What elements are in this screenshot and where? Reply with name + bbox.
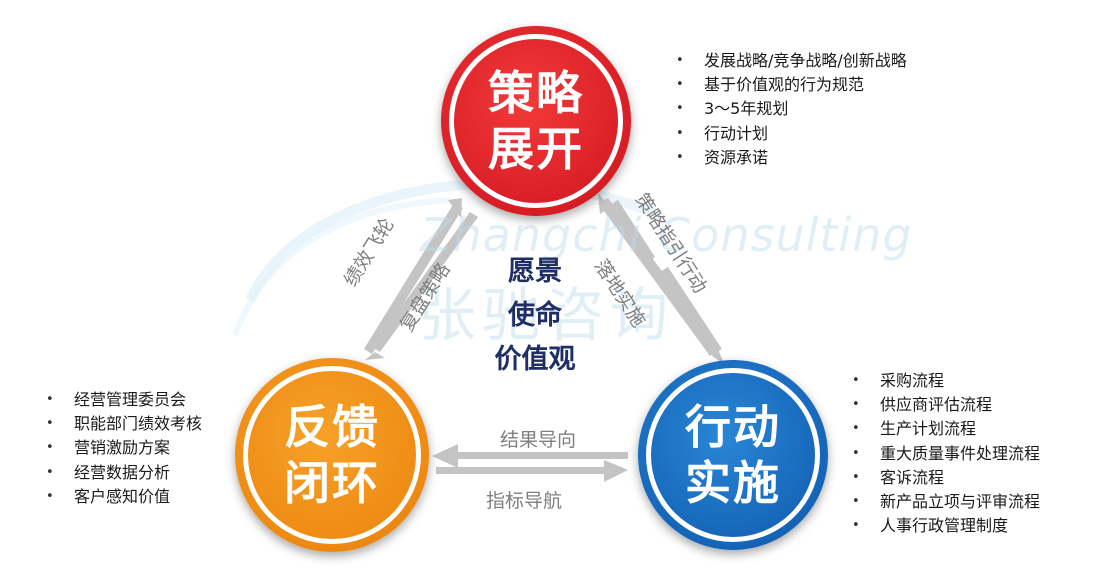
list-item: 经营管理委员会 — [46, 388, 202, 412]
arrow-feedback-to-strategy — [364, 198, 463, 354]
watermark-english: Zhangchi Consulting — [420, 208, 913, 262]
node-ring — [646, 368, 820, 542]
list-item: 资源承诺 — [676, 146, 907, 170]
node-strategy-deployment: 策略 展开 — [441, 26, 631, 216]
watermark-swoosh-2 — [232, 197, 451, 337]
node-action-implementation: 行动 实施 — [638, 360, 828, 550]
list-item: 重大质量事件处理流程 — [852, 442, 1040, 466]
list-item: 供应商评估流程 — [852, 393, 1040, 417]
arrow-strategy-to-feedback — [365, 212, 478, 360]
action-bullet-list: 采购流程 供应商评估流程 生产计划流程 重大质量事件处理流程 客诉流程 新产品立… — [852, 369, 1040, 539]
node-ring — [243, 366, 421, 544]
node-ring — [449, 34, 623, 208]
edge-label-result-oriented: 结果导向 — [500, 429, 577, 451]
node-strategy-line2: 展开 — [488, 122, 584, 176]
list-item: 经营数据分析 — [46, 461, 202, 485]
center-line-vision: 愿景 — [508, 256, 562, 287]
node-action-line2: 实施 — [685, 456, 781, 510]
watermark-chinese: 张驰咨询 — [418, 281, 675, 349]
node-feedback-label: 反馈 闭环 — [277, 399, 387, 511]
list-item: 基于价值观的行为规范 — [676, 73, 907, 97]
center-vision-block: 愿景 使命 价值观 — [460, 250, 610, 382]
arrow-action-to-strategy — [660, 267, 724, 364]
list-item: 新产品立项与评审流程 — [852, 490, 1040, 514]
node-strategy-label: 策略 展开 — [481, 65, 591, 177]
node-strategy-line1: 策略 — [488, 66, 584, 120]
strategy-bullet-list: 发展战略/竞争战略/创新战略 基于价值观的行为规范 3～5年规划 行动计划 资源… — [676, 49, 907, 170]
node-feedback-line1: 反馈 — [284, 400, 380, 454]
list-item: 客户感知价值 — [46, 485, 202, 509]
list-item: 采购流程 — [852, 369, 1040, 393]
center-line-values: 价值观 — [494, 344, 576, 375]
node-feedback-line2: 闭环 — [284, 456, 380, 510]
list-item: 人事行政管理制度 — [852, 514, 1040, 538]
node-action-label: 行动 实施 — [678, 399, 788, 511]
list-item: 营销激励方案 — [46, 436, 202, 460]
list-item: 生产计划流程 — [852, 417, 1040, 441]
node-action-line1: 行动 — [685, 400, 781, 454]
list-item: 3～5年规划 — [676, 97, 907, 121]
list-item: 客诉流程 — [852, 466, 1040, 490]
edge-label-indicator-navigation: 指标导航 — [486, 490, 563, 512]
center-line-mission: 使命 — [508, 300, 562, 331]
node-feedback-loop: 反馈 闭环 — [235, 358, 429, 552]
list-item: 发展战略/竞争战略/创新战略 — [676, 49, 907, 73]
arrow-feedback-to-action — [436, 460, 628, 482]
feedback-bullet-list: 经营管理委员会 职能部门绩效考核 营销激励方案 经营数据分析 客户感知价值 — [46, 388, 202, 509]
arrow-action-to-feedback — [432, 444, 628, 468]
list-item: 职能部门绩效考核 — [46, 412, 202, 436]
list-item: 行动计划 — [676, 122, 907, 146]
